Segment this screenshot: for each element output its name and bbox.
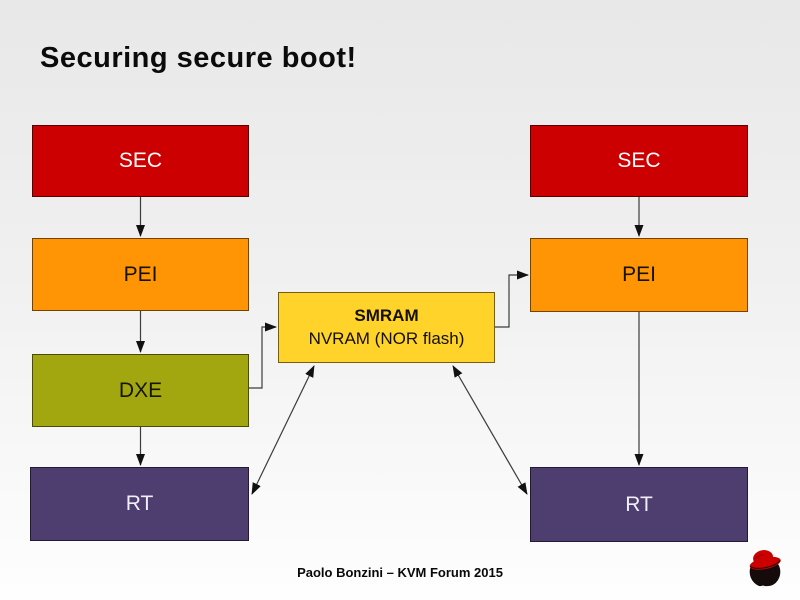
box-right-rt: RT [530,467,748,542]
box-left-rt-label: RT [125,492,154,515]
box-left-dxe-label: DXE [118,378,163,402]
redhat-logo-icon [749,550,781,588]
box-right-rt-label: RT [625,492,653,516]
arrow-dxe-to-smram [249,322,277,389]
box-left-dxe: DXE [32,354,249,427]
box-right-sec-label: SEC [617,149,661,172]
box-left-pei: PEI [32,238,249,311]
box-left-sec: SEC [32,125,249,197]
box-left-pei-label: PEI [123,262,158,286]
slide-title: Securing secure boot! [40,42,357,74]
box-left-sec-label: SEC [118,149,163,172]
box-right-pei-label: PEI [622,263,656,286]
arrow-smram-to-right-pei [495,270,529,328]
box-smram-title: SMRAM [354,306,419,326]
box-left-rt: RT [30,467,249,541]
arrow-smram-right-rt-bidirectional [452,365,528,495]
box-right-sec: SEC [530,125,748,197]
box-smram-subtitle: NVRAM (NOR flash) [308,328,465,348]
box-smram: SMRAM NVRAM (NOR flash) [278,292,495,363]
footer-credit: Paolo Bonzini – KVM Forum 2015 [297,565,503,580]
box-right-pei: PEI [530,238,748,312]
arrow-smram-left-rt-bidirectional [251,365,315,495]
